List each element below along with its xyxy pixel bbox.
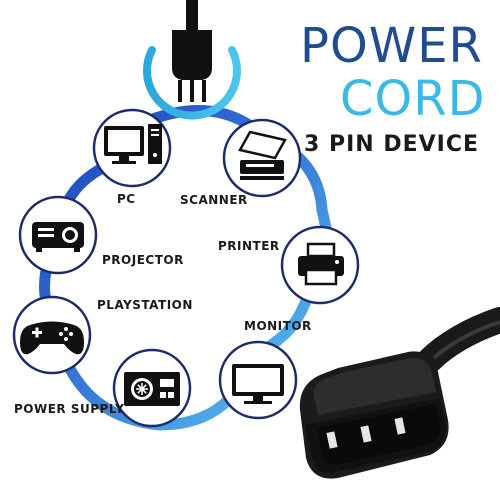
plug-arc [143,46,241,120]
label-pc: PC [117,192,136,206]
headline-power: POWER [300,18,483,74]
label-printer: PRINTER [218,239,280,253]
desktop-computer-icon [104,124,162,164]
headline-subtitle: 3 PIN DEVICE [304,132,480,157]
printer-icon [298,242,344,286]
label-power-supply: POWER SUPPLY [14,402,125,416]
label-scanner: SCANNER [180,193,248,207]
gamepad-icon [20,321,84,355]
plug-icon [172,0,212,102]
projector-icon [32,222,84,252]
monitor-icon [232,364,284,404]
headline-cord: CORD [340,71,486,127]
scanner-icon [238,130,287,180]
label-playstation: PLAYSTATION [97,298,193,312]
scanner-circle [222,118,302,198]
label-monitor: MONITOR [244,319,312,333]
label-projector: PROJECTOR [102,253,184,267]
power-supply-icon [124,372,180,406]
c13-connector-icon [299,307,500,479]
